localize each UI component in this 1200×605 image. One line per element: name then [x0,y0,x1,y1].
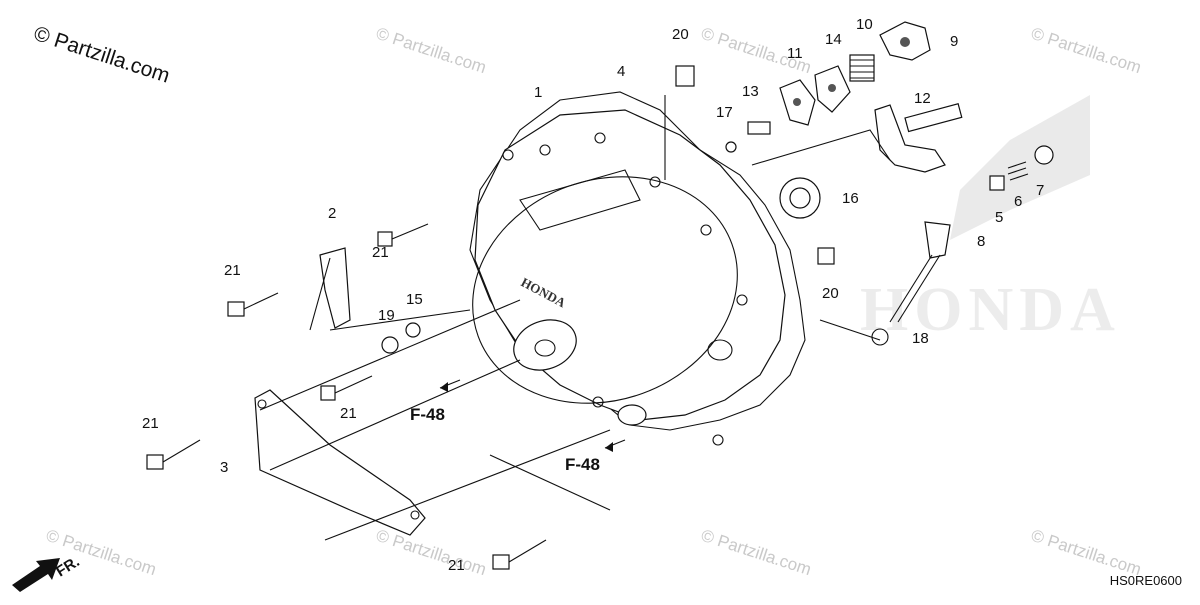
part-14-plate [814,65,851,113]
svg-text:1: 1 [534,84,542,101]
part-11-stopper [779,79,816,126]
background-logo-text: HONDA [860,276,1121,344]
svg-text:FR.: FR. [53,553,83,580]
part-7-cap [1034,145,1054,165]
svg-text:17: 17 [716,104,733,121]
svg-text:8: 8 [977,233,985,250]
part-6-spring [1007,161,1029,181]
svg-text:7: 7 [1036,182,1044,199]
reference-f48-upper: F-48 [410,379,461,424]
svg-text:16: 16 [842,190,859,207]
svg-text:9: 9 [950,33,958,50]
part-3-bracket [254,389,426,536]
svg-text:20: 20 [822,285,839,302]
gasket-outline [469,91,806,431]
cover-rib [519,169,641,231]
svg-text:15: 15 [406,291,423,308]
part-20-dowel-mid [817,247,835,265]
svg-text:© Partzilla.com: © Partzilla.com [374,526,489,579]
svg-text:© Partzilla.com: © Partzilla.com [699,526,814,579]
front-direction-arrow: FR. [12,553,83,592]
svg-text:21: 21 [372,244,389,261]
cover-side-boss [707,339,733,361]
svg-text:6: 6 [1014,193,1022,210]
svg-text:© Partzilla.com: © Partzilla.com [1029,24,1144,77]
cover-lower-boss [617,404,647,426]
svg-text:11: 11 [787,45,803,62]
svg-text:F-48: F-48 [410,405,445,424]
svg-text:© Partzilla.com: © Partzilla.com [374,24,489,77]
part-15-washer [405,322,421,338]
part-13-bolt [747,121,771,135]
svg-text:21: 21 [340,405,357,422]
crankcase-cover [474,109,786,421]
part-19-nut [381,336,399,354]
svg-text:13: 13 [742,83,759,100]
part-8-dipstick [889,221,951,323]
cover-bolt-holes [502,132,748,446]
svg-text:18: 18 [912,330,929,347]
svg-text:21: 21 [224,262,241,279]
cover-hub-hole [534,339,556,357]
part-21-bolts [146,223,547,570]
svg-text:20: 20 [672,26,689,43]
svg-text:19: 19 [378,307,395,324]
svg-text:5: 5 [995,209,1003,226]
svg-text:12: 12 [914,90,931,107]
callouts: 1 2 3 4 5 6 7 8 9 10 11 12 13 14 15 16 1… [142,16,1044,574]
cover-hub [513,319,577,371]
honda-wing-logo: HONDA [860,95,1121,344]
svg-text:© Partzilla.com: © Partzilla.com [1029,526,1144,579]
reference-f48-lower: F-48 [565,439,626,474]
svg-text:21: 21 [142,415,159,432]
part-5-plug [989,175,1005,191]
assembly-lines [259,95,891,541]
part-10-spring [849,54,875,82]
svg-text:10: 10 [856,16,873,33]
diagram-code: HS0RE0600 [1109,573,1182,588]
svg-text:2: 2 [328,205,336,222]
part-17-washer [725,141,737,153]
part-12-shift-arm [874,103,963,173]
part-20-dowel-top [675,65,695,87]
svg-text:4: 4 [617,63,625,80]
svg-text:F-48: F-48 [565,455,600,474]
part-16-bearing [779,177,821,219]
part-9-cam [879,21,931,61]
svg-text:14: 14 [825,31,842,48]
part-2-bracket [319,247,351,329]
svg-text:3: 3 [220,459,228,476]
svg-text:21: 21 [448,557,465,574]
